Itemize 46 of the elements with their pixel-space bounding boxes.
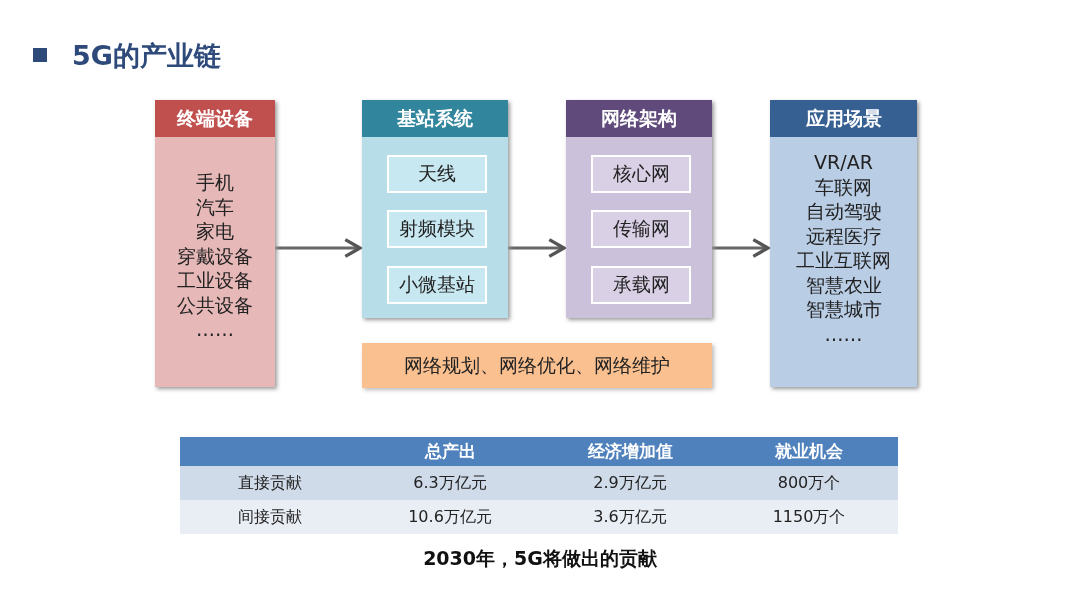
list-item: 工业互联网 [796,248,891,273]
component-box: 小微基站 [387,266,487,304]
component-box: 射频模块 [387,210,487,248]
slide-title: 5G的产业链 [72,39,221,73]
list-item: 穿戴设备 [177,243,253,268]
table-cell-text: 直接贡献 [237,471,303,494]
component-box: 核心网 [591,155,691,193]
table-cell-text: 6.3万亿元 [412,471,488,494]
table-cell-text: 间接贡献 [237,505,303,528]
service-band: 网络规划、网络优化、网络维护 [362,343,712,388]
list-item: …… [196,317,234,342]
column-header: 终端设备 [155,100,275,137]
component-box: 承载网 [591,266,691,304]
table-header: 经济增加值 [586,440,674,463]
table-cell-text: 1150万个 [771,505,847,528]
list-item: 工业设备 [177,268,253,293]
list-item: 自动驾驶 [805,199,882,224]
table-header: 就业机会 [774,440,844,463]
table-cell-text: 800万个 [776,471,842,494]
table-cell-text: 10.6万亿元 [407,505,493,528]
arrow [712,237,770,259]
list-item: 远程医疗 [805,223,882,248]
arrow [508,237,566,259]
list-item: 汽车 [196,194,234,219]
arrow [275,237,362,259]
list-item: 车联网 [815,174,872,199]
component-box: 天线 [387,155,487,193]
column-panel [362,100,508,318]
column-panel [155,100,275,387]
list-item: 公共设备 [177,292,253,317]
column-header: 应用场景 [770,100,917,137]
column-panel [770,100,917,387]
column-panel [566,100,712,318]
column-header: 网络架构 [566,100,712,137]
caption: 2030年，5G将做出的贡献 [423,547,657,569]
list-item: 智慧城市 [805,297,882,322]
list-item: VR/AR [814,150,873,175]
list-item: 智慧农业 [805,272,882,297]
list-item: …… [824,321,863,346]
table-header: 总产出 [423,440,477,463]
table-cell-text: 2.9万亿元 [592,471,668,494]
list-item: 家电 [196,219,234,244]
column-header: 基站系统 [362,100,508,137]
list-item: 手机 [196,170,234,195]
table-cell-text: 3.6万亿元 [592,505,668,528]
component-box: 传输网 [591,210,691,248]
